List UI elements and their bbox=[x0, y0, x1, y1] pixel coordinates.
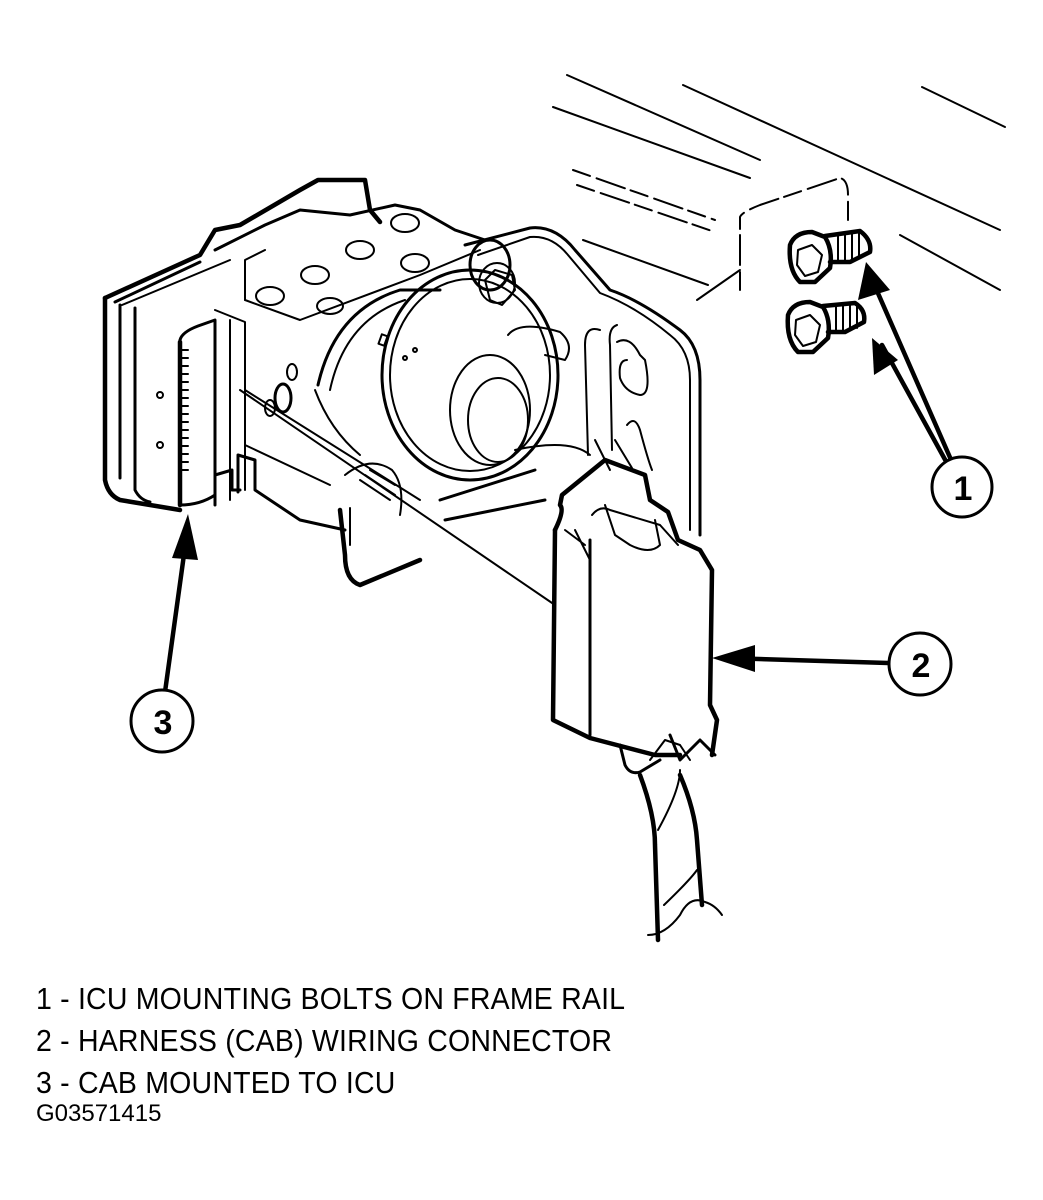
diagram-illustration: 1 2 3 bbox=[102, 74, 1006, 943]
lower-bolt bbox=[344, 462, 403, 516]
icu-mounting-bolts bbox=[785, 228, 873, 355]
harness-connector bbox=[550, 439, 720, 775]
callout-2: 2 bbox=[887, 631, 953, 697]
mounting-bolt-upper bbox=[787, 228, 873, 285]
legend-item-1: 1 - ICU MOUNTING BOLTS ON FRAME RAIL bbox=[36, 981, 626, 1016]
arrow-2-head bbox=[712, 645, 755, 672]
arrow-1-upper-head bbox=[858, 262, 890, 300]
arrow-1-lower bbox=[879, 342, 951, 468]
callout-2-number: 2 bbox=[912, 647, 931, 685]
callout-1: 1 bbox=[930, 455, 994, 519]
mounting-bolt-lower bbox=[785, 299, 867, 355]
legend-item-2: 2 - HARNESS (CAB) WIRING CONNECTOR bbox=[36, 1023, 613, 1058]
arrow-1-upper bbox=[867, 272, 955, 465]
legend-item-3: 3 - CAB MOUNTED TO ICU bbox=[36, 1065, 396, 1100]
icu-hydraulic-unit bbox=[102, 177, 702, 606]
valve-ports bbox=[255, 213, 430, 315]
arrow-1-lower-head bbox=[872, 338, 898, 375]
wiring-harness bbox=[637, 769, 723, 943]
mounting-bracket bbox=[337, 226, 702, 588]
callout-1-number: 1 bbox=[954, 470, 973, 508]
arrow-3-head bbox=[172, 514, 198, 560]
cab-connector-pins bbox=[177, 339, 189, 508]
callout-3: 3 bbox=[129, 688, 195, 754]
figure-legend: 1 - ICU MOUNTING BOLTS ON FRAME RAIL 2 -… bbox=[36, 978, 625, 1104]
callout-3-number: 3 bbox=[154, 704, 173, 742]
arrow-3 bbox=[162, 537, 189, 695]
callout-arrows bbox=[162, 262, 955, 695]
bracket-bolt bbox=[468, 238, 516, 306]
figure-id: G03571415 bbox=[36, 1100, 162, 1127]
frame-rail bbox=[552, 74, 1006, 301]
